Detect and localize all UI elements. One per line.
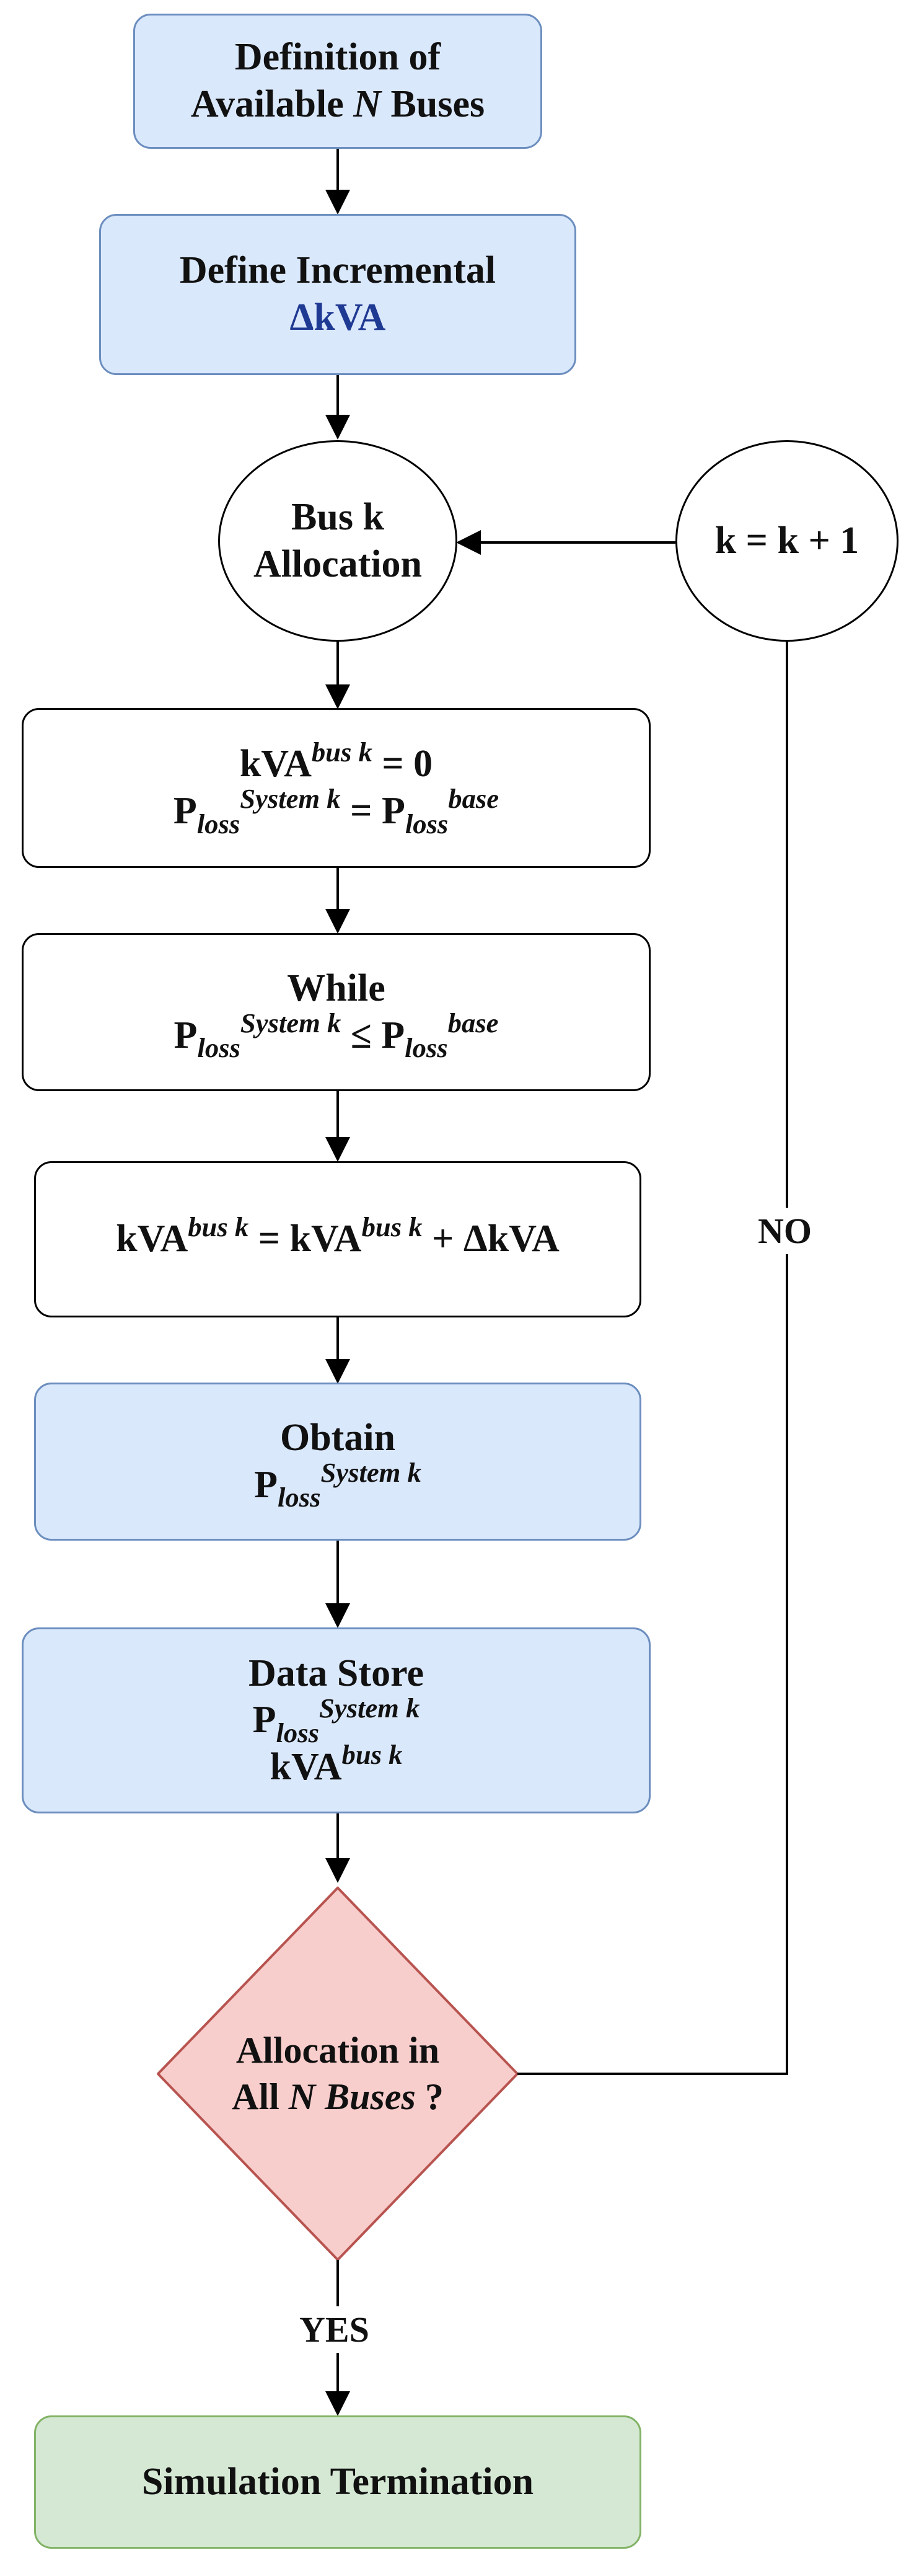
node-data-store-kva: kVAbus k	[270, 1741, 402, 1791]
sup-system-k: System k	[319, 1692, 420, 1724]
node-obtain-line1: Obtain	[279, 1416, 396, 1459]
sub-loss: loss	[276, 1717, 319, 1748]
sup-system-k: System k	[320, 1456, 421, 1488]
text-kva: kVA	[239, 743, 312, 786]
node-bus-k-allocation: Bus k Allocation	[218, 440, 457, 642]
node-define-incremental: Define Incremental ΔkVA	[99, 214, 576, 375]
text-available: Available	[190, 83, 354, 125]
sup-base: base	[447, 1007, 499, 1038]
sub-loss: loss	[278, 1482, 321, 1513]
node-define-line1: Define Incremental	[179, 249, 496, 292]
node-while-line1: While	[287, 967, 385, 1009]
text-p: P	[254, 1463, 278, 1506]
node-definition-buses: Definition of Available N Buses	[133, 14, 542, 149]
node-simulation-termination: Simulation Termination	[34, 2415, 641, 2549]
text-eq-kva: = kVA	[248, 1218, 362, 1260]
node-k-increment-label: k = k + 1	[714, 519, 859, 562]
node-k-increment: k = k + 1	[675, 440, 899, 642]
sup-bus-k: bus k	[311, 736, 372, 768]
sup-system-k: System k	[240, 1007, 341, 1038]
sub-loss-2: loss	[405, 808, 449, 839]
node-definition-line2: Available N Buses	[191, 81, 485, 128]
text-eq-p: = P	[340, 790, 405, 832]
node-obtain-ploss: PlossSystem k	[254, 1459, 421, 1512]
node-init-ploss-line: PlossSystem k = Plossbase	[173, 785, 499, 838]
sup-bus-k: bus k	[188, 1211, 249, 1242]
text-eq-zero: = 0	[372, 743, 433, 786]
node-data-store-line1: Data Store	[248, 1652, 424, 1694]
text-kva: kVA	[116, 1218, 188, 1260]
text-buses: Buses	[381, 83, 485, 125]
arrow-no-loop	[517, 602, 799, 2075]
node-define-line2: ΔkVA	[289, 296, 386, 339]
text-kva: kVA	[270, 1745, 342, 1788]
node-init-kva: kVAbus k = 0 PlossSystem k = Plossbase	[22, 708, 651, 868]
node-while: While PlossSystem k ≤ Plossbase	[22, 933, 651, 1091]
sub-loss: loss	[197, 1032, 240, 1064]
decision-allocation-label: Allocation in All N Buses ?	[161, 2015, 514, 2133]
node-data-store-ploss: PlossSystem k	[252, 1694, 420, 1746]
sup-system-k: System k	[240, 783, 341, 815]
sup-bus-k-2: bus k	[361, 1211, 423, 1242]
text-p: P	[252, 1699, 276, 1742]
node-while-condition: PlossSystem k ≤ Plossbase	[174, 1009, 499, 1064]
text-question: ?	[415, 2076, 444, 2117]
decision-line2: All N Buses ?	[232, 2074, 444, 2120]
sub-loss-2: loss	[405, 1032, 448, 1064]
node-data-store: Data Store PlossSystem k kVAbus k	[22, 1627, 651, 1813]
node-termination-label: Simulation Termination	[141, 2460, 534, 2503]
text-le-p: ≤ P	[341, 1014, 405, 1056]
node-kva-increment: kVAbus k = kVAbus k + ΔkVA	[34, 1161, 641, 1317]
text-p: P	[173, 790, 197, 832]
node-bus-line1: Bus k	[291, 495, 384, 538]
sup-bus-k: bus k	[341, 1739, 403, 1771]
var-n: N	[353, 83, 382, 125]
text-plus-dkva: + ΔkVA	[422, 1218, 560, 1260]
text-p: P	[174, 1014, 198, 1056]
node-kva-increment-line: kVAbus k = kVAbus k + ΔkVA	[116, 1213, 560, 1263]
decision-line1: Allocation in	[235, 2030, 440, 2071]
edge-label-no: NO	[753, 1208, 817, 1254]
sup-base: base	[448, 783, 499, 815]
var-n-buses: N Buses	[288, 2076, 416, 2117]
sub-loss: loss	[196, 808, 240, 839]
node-init-kva-line: kVAbus k = 0	[239, 738, 433, 788]
node-definition-line1: Definition of	[234, 36, 441, 79]
node-bus-line2: Allocation	[253, 542, 423, 585]
node-obtain-ploss: Obtain PlossSystem k	[34, 1383, 641, 1541]
edge-label-yes: YES	[294, 2306, 374, 2353]
text-all: All	[232, 2076, 289, 2117]
